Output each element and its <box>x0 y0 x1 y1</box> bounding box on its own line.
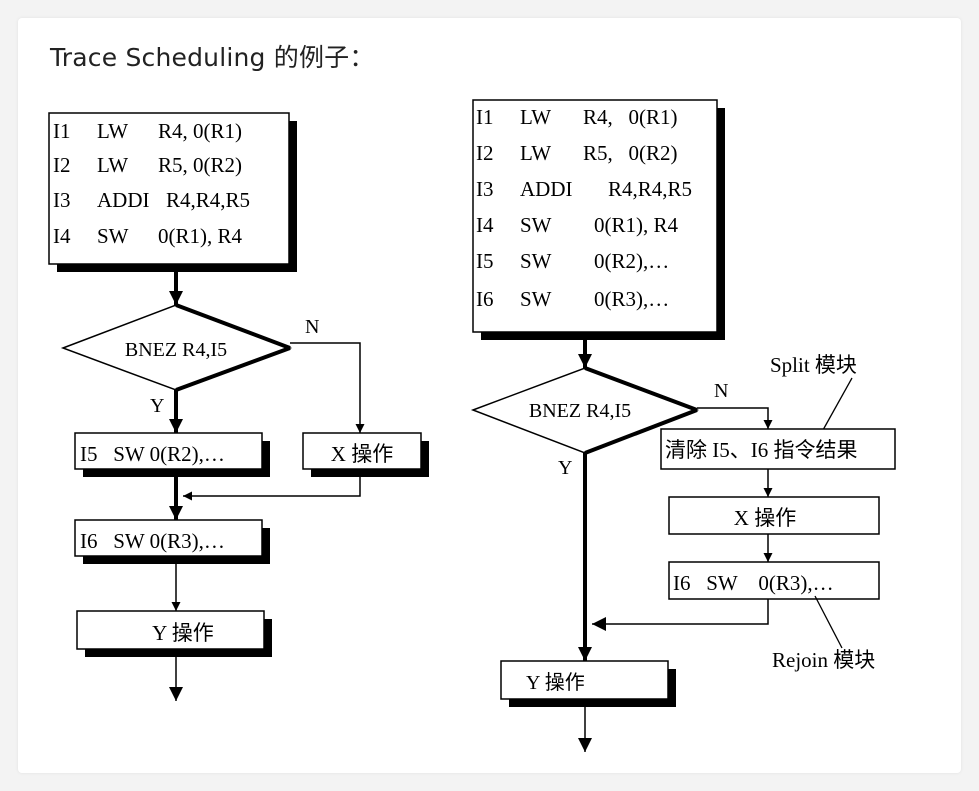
right-block1-args-4: 0(R2),… <box>594 249 669 273</box>
left-i6-text: I6 SW 0(R3),… <box>80 529 225 553</box>
right-x-text: X 操作 <box>734 506 796 530</box>
left-i6-box: I6 SW 0(R3),… <box>74 519 270 564</box>
left-block1-id-0: I1 <box>53 119 71 143</box>
left-block1-id-2: I3 <box>53 188 71 212</box>
right-block1-id-4: I5 <box>476 249 494 273</box>
right-rejoin-label: Rejoin 模块 <box>772 648 875 672</box>
left-block1-args-1: R5, 0(R2) <box>158 153 242 177</box>
right-clear-box: 清除 I5、I6 指令结果 <box>660 428 896 470</box>
right-block1-op-0: LW <box>520 105 551 129</box>
right-clear-text: 清除 I5、I6 指令结果 <box>665 438 858 462</box>
right-block1-args-3: 0(R1), R4 <box>594 213 679 237</box>
right-block1-op-3: SW <box>520 213 552 237</box>
left-block1-args-2: R4,R4,R5 <box>166 188 250 212</box>
left-arrow-no <box>290 342 365 433</box>
right-block1-id-3: I4 <box>476 213 494 237</box>
right-x-box: X 操作 <box>668 496 880 535</box>
right-i6-box: I6 SW 0(R3),… <box>668 561 880 600</box>
left-i5-box: I5 SW 0(R2),… <box>74 432 270 477</box>
right-block1-id-1: I2 <box>476 141 494 165</box>
page-title: Trace Scheduling 的例子： <box>50 43 375 72</box>
left-block1-id-1: I2 <box>53 153 71 177</box>
left-x-text: X 操作 <box>331 442 393 466</box>
right-block1-id-2: I3 <box>476 177 494 201</box>
right-block1-id-0: I1 <box>476 105 494 129</box>
left-x-box: X 操作 <box>302 432 429 477</box>
left-block1-args-3: 0(R1), R4 <box>158 224 243 248</box>
right-yes-label: Y <box>558 457 572 479</box>
right-block1: I1 LW R4, 0(R1) I2 LW R5, 0(R2) I3 ADDI … <box>472 99 725 340</box>
left-arrow-x-merge <box>183 477 361 501</box>
left-block1-op-0: LW <box>97 119 128 143</box>
right-y-box: Y 操作 <box>500 660 676 707</box>
right-rejoin-leader <box>814 595 843 649</box>
right-block1-args-5: 0(R3),… <box>594 287 669 311</box>
left-block1-args-0: R4, 0(R1) <box>158 119 242 143</box>
right-block1-args-2: R4,R4,R5 <box>608 177 692 201</box>
left-branch-diamond: BNEZ R4,I5 <box>60 303 293 392</box>
left-block1-id-3: I4 <box>53 224 71 248</box>
left-i5-text: I5 SW 0(R2),… <box>80 442 225 466</box>
right-branch-label: BNEZ R4,I5 <box>529 400 631 422</box>
right-split-label: Split 模块 <box>770 353 857 377</box>
right-branch-diamond: BNEZ R4,I5 <box>470 366 700 455</box>
left-no-label: N <box>305 316 319 338</box>
right-block1-op-4: SW <box>520 249 552 273</box>
right-arrow-no <box>697 407 773 429</box>
right-flowchart: I1 LW R4, 0(R1) I2 LW R5, 0(R2) I3 ADDI … <box>470 99 896 752</box>
right-block1-op-1: LW <box>520 141 551 165</box>
right-block1-args-1: R5, 0(R2) <box>583 141 678 165</box>
left-branch-label: BNEZ R4,I5 <box>125 339 227 361</box>
right-block1-op-5: SW <box>520 287 552 311</box>
right-arrow-rejoin <box>592 599 769 631</box>
left-yes-label: Y <box>150 395 164 417</box>
right-i6-text: I6 SW 0(R3),… <box>673 571 834 595</box>
right-block1-args-0: R4, 0(R1) <box>583 105 678 129</box>
right-split-leader <box>822 377 853 431</box>
right-block1-op-2: ADDI <box>520 177 573 201</box>
left-block1-op-1: LW <box>97 153 128 177</box>
right-no-label: N <box>714 380 728 402</box>
left-block1: I1 LW R4, 0(R1) I2 LW R5, 0(R2) I3 ADDI … <box>48 112 297 272</box>
left-y-text: Y 操作 <box>152 621 214 645</box>
right-block1-id-5: I6 <box>476 287 494 311</box>
left-block1-op-3: SW <box>97 224 129 248</box>
left-y-box: Y 操作 <box>76 610 272 657</box>
right-y-text: Y 操作 <box>526 671 585 694</box>
left-flowchart: I1 LW R4, 0(R1) I2 LW R5, 0(R2) I3 ADDI … <box>48 112 429 701</box>
left-block1-op-2: ADDI <box>97 188 150 212</box>
